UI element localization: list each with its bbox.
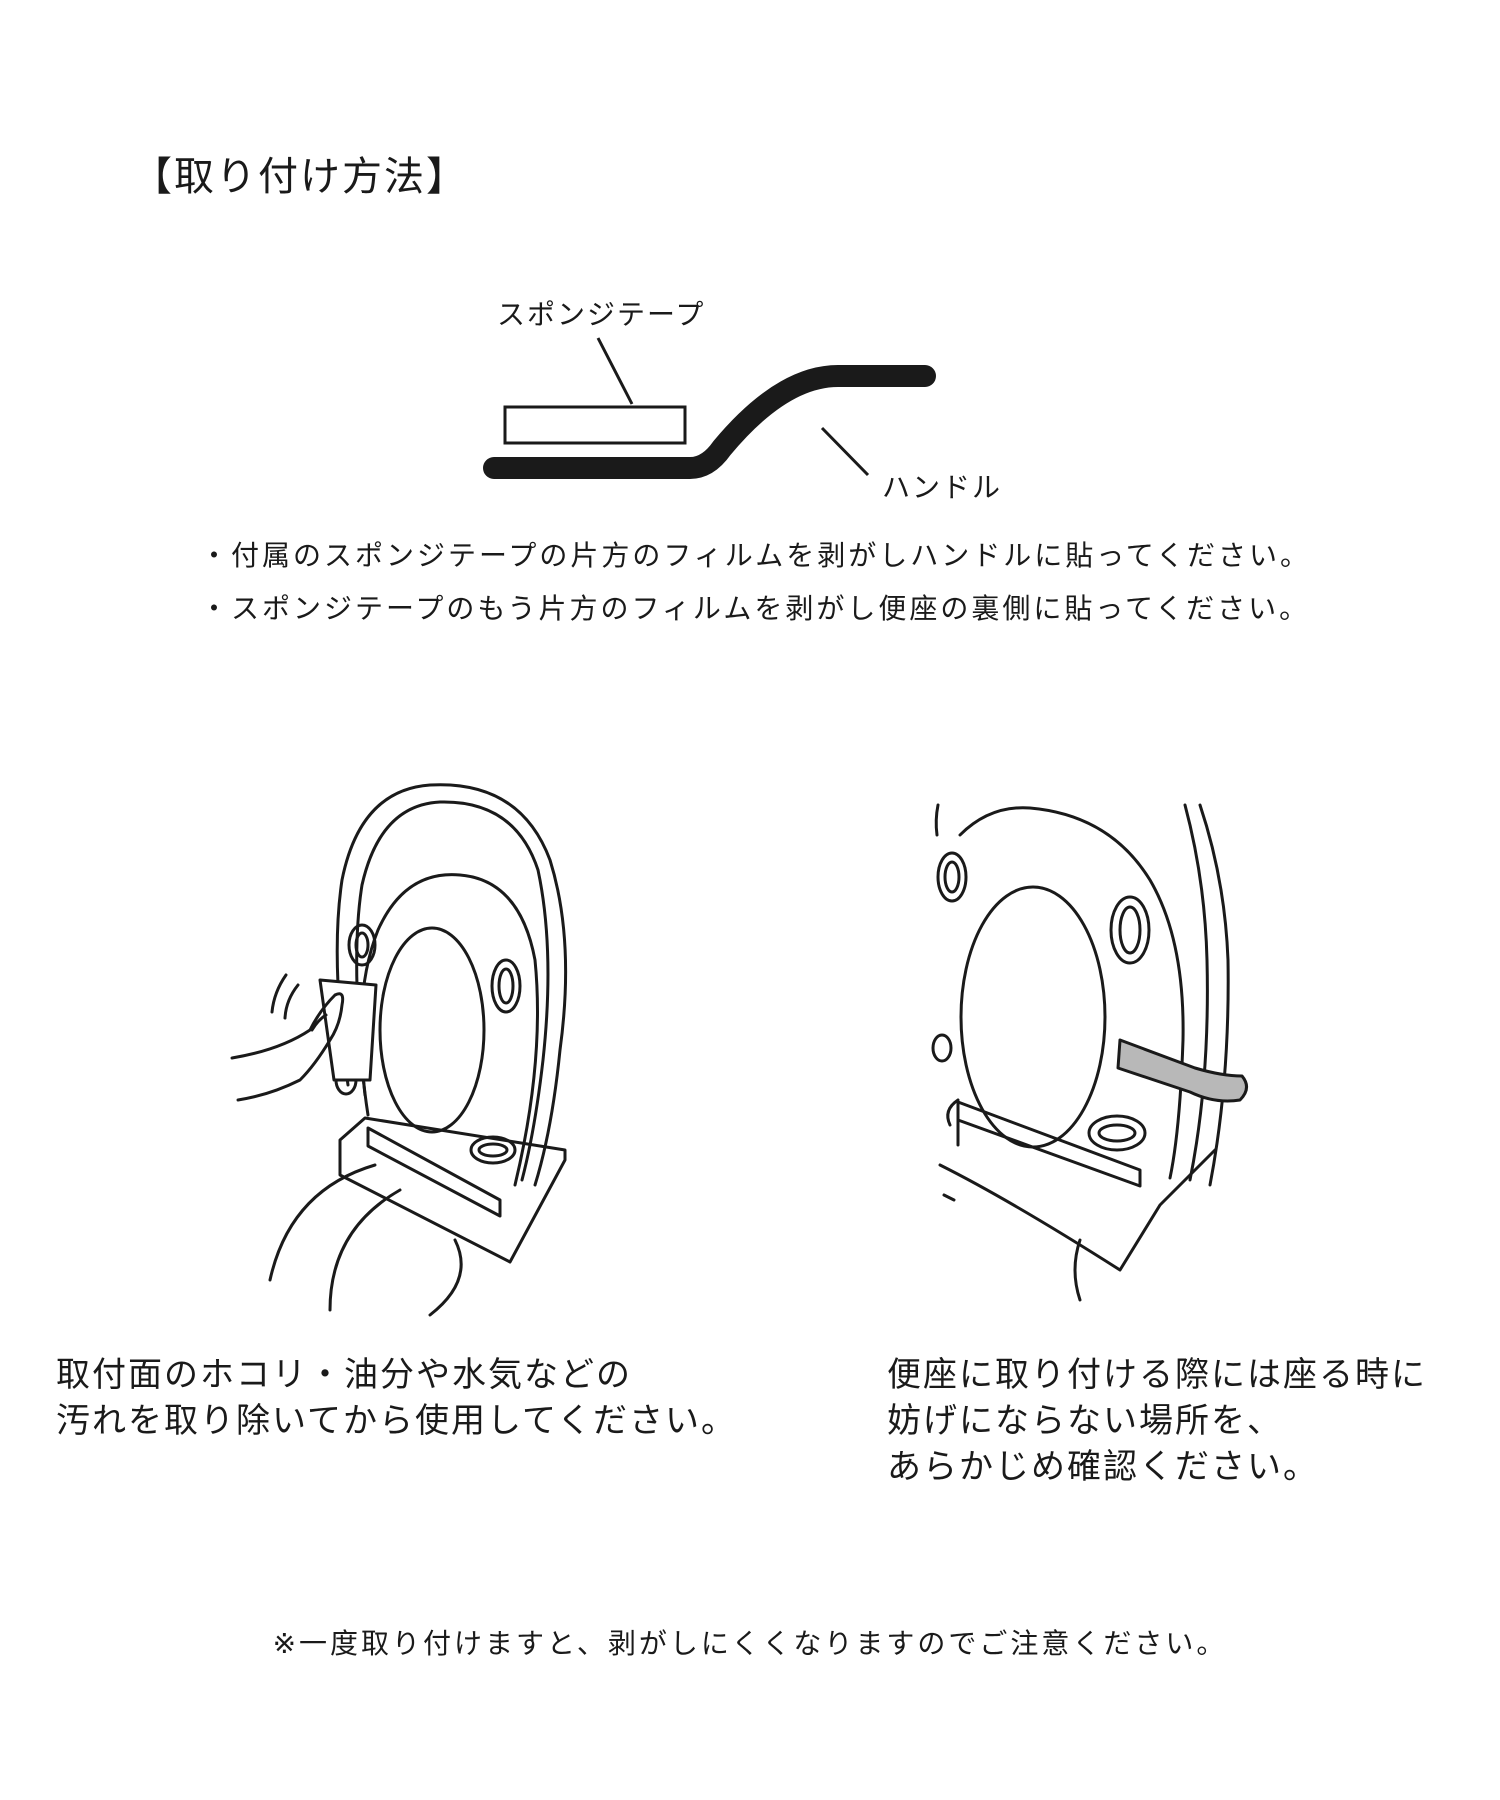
instruction-1: ・付属のスポンジテープの片方のフィルムを剥がしハンドルに貼ってください。 <box>200 539 1311 572</box>
step-2-line-2: 妨げにならない場所を、 <box>887 1401 1283 1441</box>
step-2-caption: 便座に取り付ける際には座る時に 妨げにならない場所を、 あらかじめ確認ください。 <box>887 1352 1427 1490</box>
instruction-2: ・スポンジテープのもう片方のフィルムを剥がし便座の裏側に貼ってください。 <box>200 592 1311 625</box>
step-2-line-3: あらかじめ確認ください。 <box>887 1447 1319 1487</box>
handle-label: ハンドル <box>882 471 1003 504</box>
handle-shape <box>483 365 936 479</box>
step-1-caption: 取付面のホコリ・油分や水気などの 汚れを取り除いてから使用してください。 <box>56 1352 737 1444</box>
caution-note: ※一度取り付けますと、剥がしにくくなりますのでご注意ください。 <box>272 1627 1228 1660</box>
sponge-tape-label: スポンジテープ <box>497 298 706 331</box>
step-2-line-1: 便座に取り付ける際には座る時に <box>887 1355 1427 1395</box>
handle-leader-line <box>820 426 870 477</box>
sponge-tape-shape <box>503 405 687 445</box>
attached-handle-shape <box>1116 1038 1248 1103</box>
step-1-line-2: 汚れを取り除いてから使用してください。 <box>56 1401 737 1441</box>
page-title: 【取り付け方法】 <box>132 154 468 200</box>
sponge-leader-line <box>596 337 634 405</box>
step-1-line-1: 取付面のホコリ・油分や水気などの <box>56 1355 632 1395</box>
